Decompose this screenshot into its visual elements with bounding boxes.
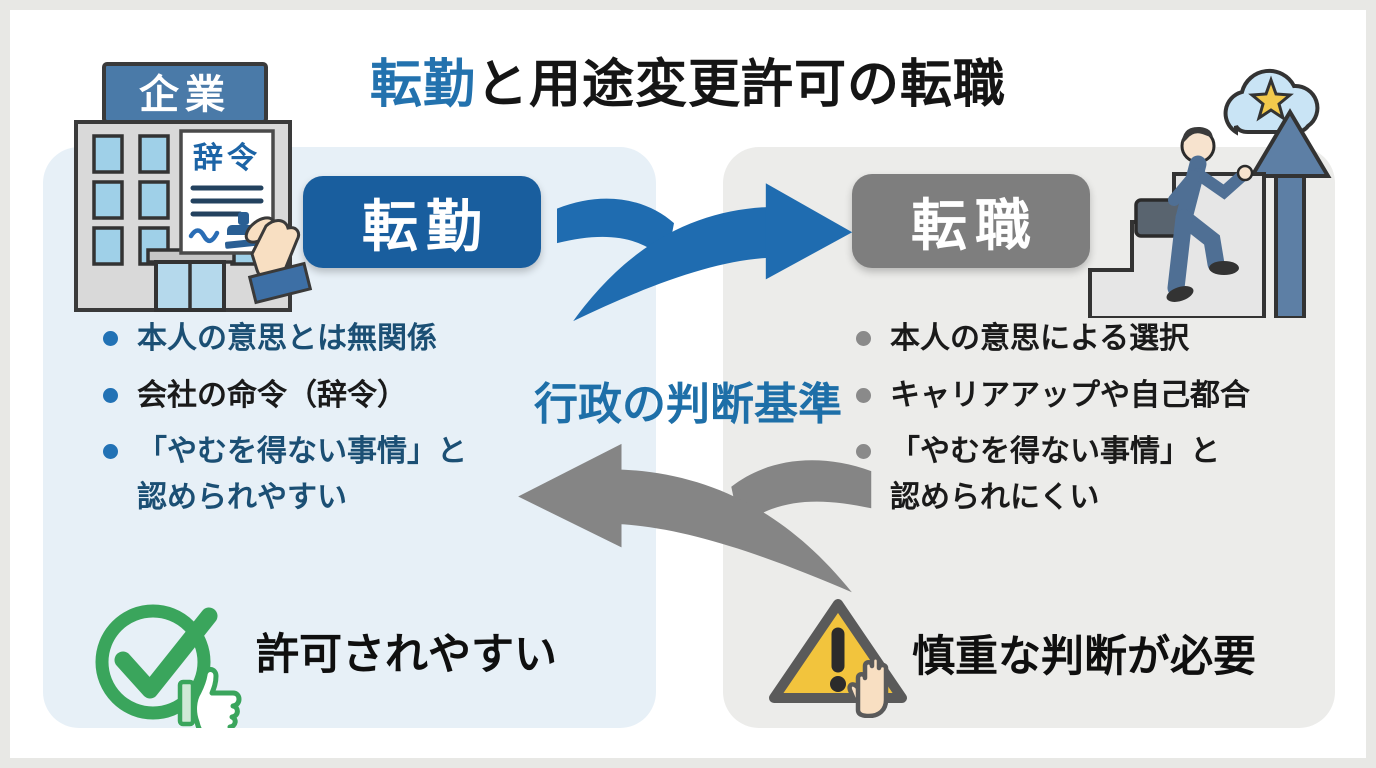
stop-hand-icon <box>847 655 889 718</box>
check-thumbs-up-icon <box>95 604 242 728</box>
businessman-figure <box>1134 126 1254 302</box>
title-rest: と用途変更許可の転職 <box>476 56 1007 114</box>
signature-scribble <box>188 228 220 243</box>
title-highlight: 転勤 <box>369 56 476 114</box>
tenshoku-badge-label: 転職 <box>911 193 1039 257</box>
tenshoku-badge: 転職 <box>852 174 1090 268</box>
list-item: 「やむを得ない事情」と 認められやすい <box>95 429 580 520</box>
document-title-label: 辞令 <box>193 141 261 175</box>
cloud-star-icon <box>1223 68 1320 136</box>
list-item: 会社の命令（辞令） <box>95 373 580 419</box>
building-sign-label: 企業 <box>139 72 231 117</box>
tenkin-badge-label: 転勤 <box>362 194 490 258</box>
tenshoku-bullet-list: 本人の意思による選択 キャリアアップや自己都合 「やむを得ない事情」と 認められ… <box>848 316 1323 531</box>
tenkin-bullet-list: 本人の意思とは無関係 会社の命令（辞令） 「やむを得ない事情」と 認められやすい <box>95 316 580 531</box>
career-climb-icon <box>1088 68 1332 318</box>
holding-hand <box>244 216 313 305</box>
tenkin-badge: 転勤 <box>303 176 541 268</box>
up-arrow-icon <box>1248 108 1332 318</box>
list-item: 本人の意思とは無関係 <box>95 316 580 362</box>
list-item: 本人の意思による選択 <box>848 316 1323 362</box>
gray-swoosh-arrow-icon <box>518 443 872 593</box>
star-icon <box>1248 75 1294 122</box>
thumbs-up-icon <box>177 667 242 728</box>
list-item: キャリアアップや自己都合 <box>848 373 1323 419</box>
list-item: 「やむを得ない事情」と 認められにくい <box>848 429 1323 520</box>
tenkin-verdict: 許可されやすい <box>256 631 557 679</box>
tenshoku-verdict: 慎重な判断が必要 <box>912 633 1256 681</box>
appointment-letter-icon: 辞令 <box>179 129 313 305</box>
page-title: 転勤と用途変更許可の転職 <box>0 42 1376 117</box>
blue-swoosh-arrow-icon <box>557 183 853 322</box>
criteria-label: 行政の判断基準 <box>534 380 842 429</box>
warning-hand-icon <box>769 599 907 718</box>
